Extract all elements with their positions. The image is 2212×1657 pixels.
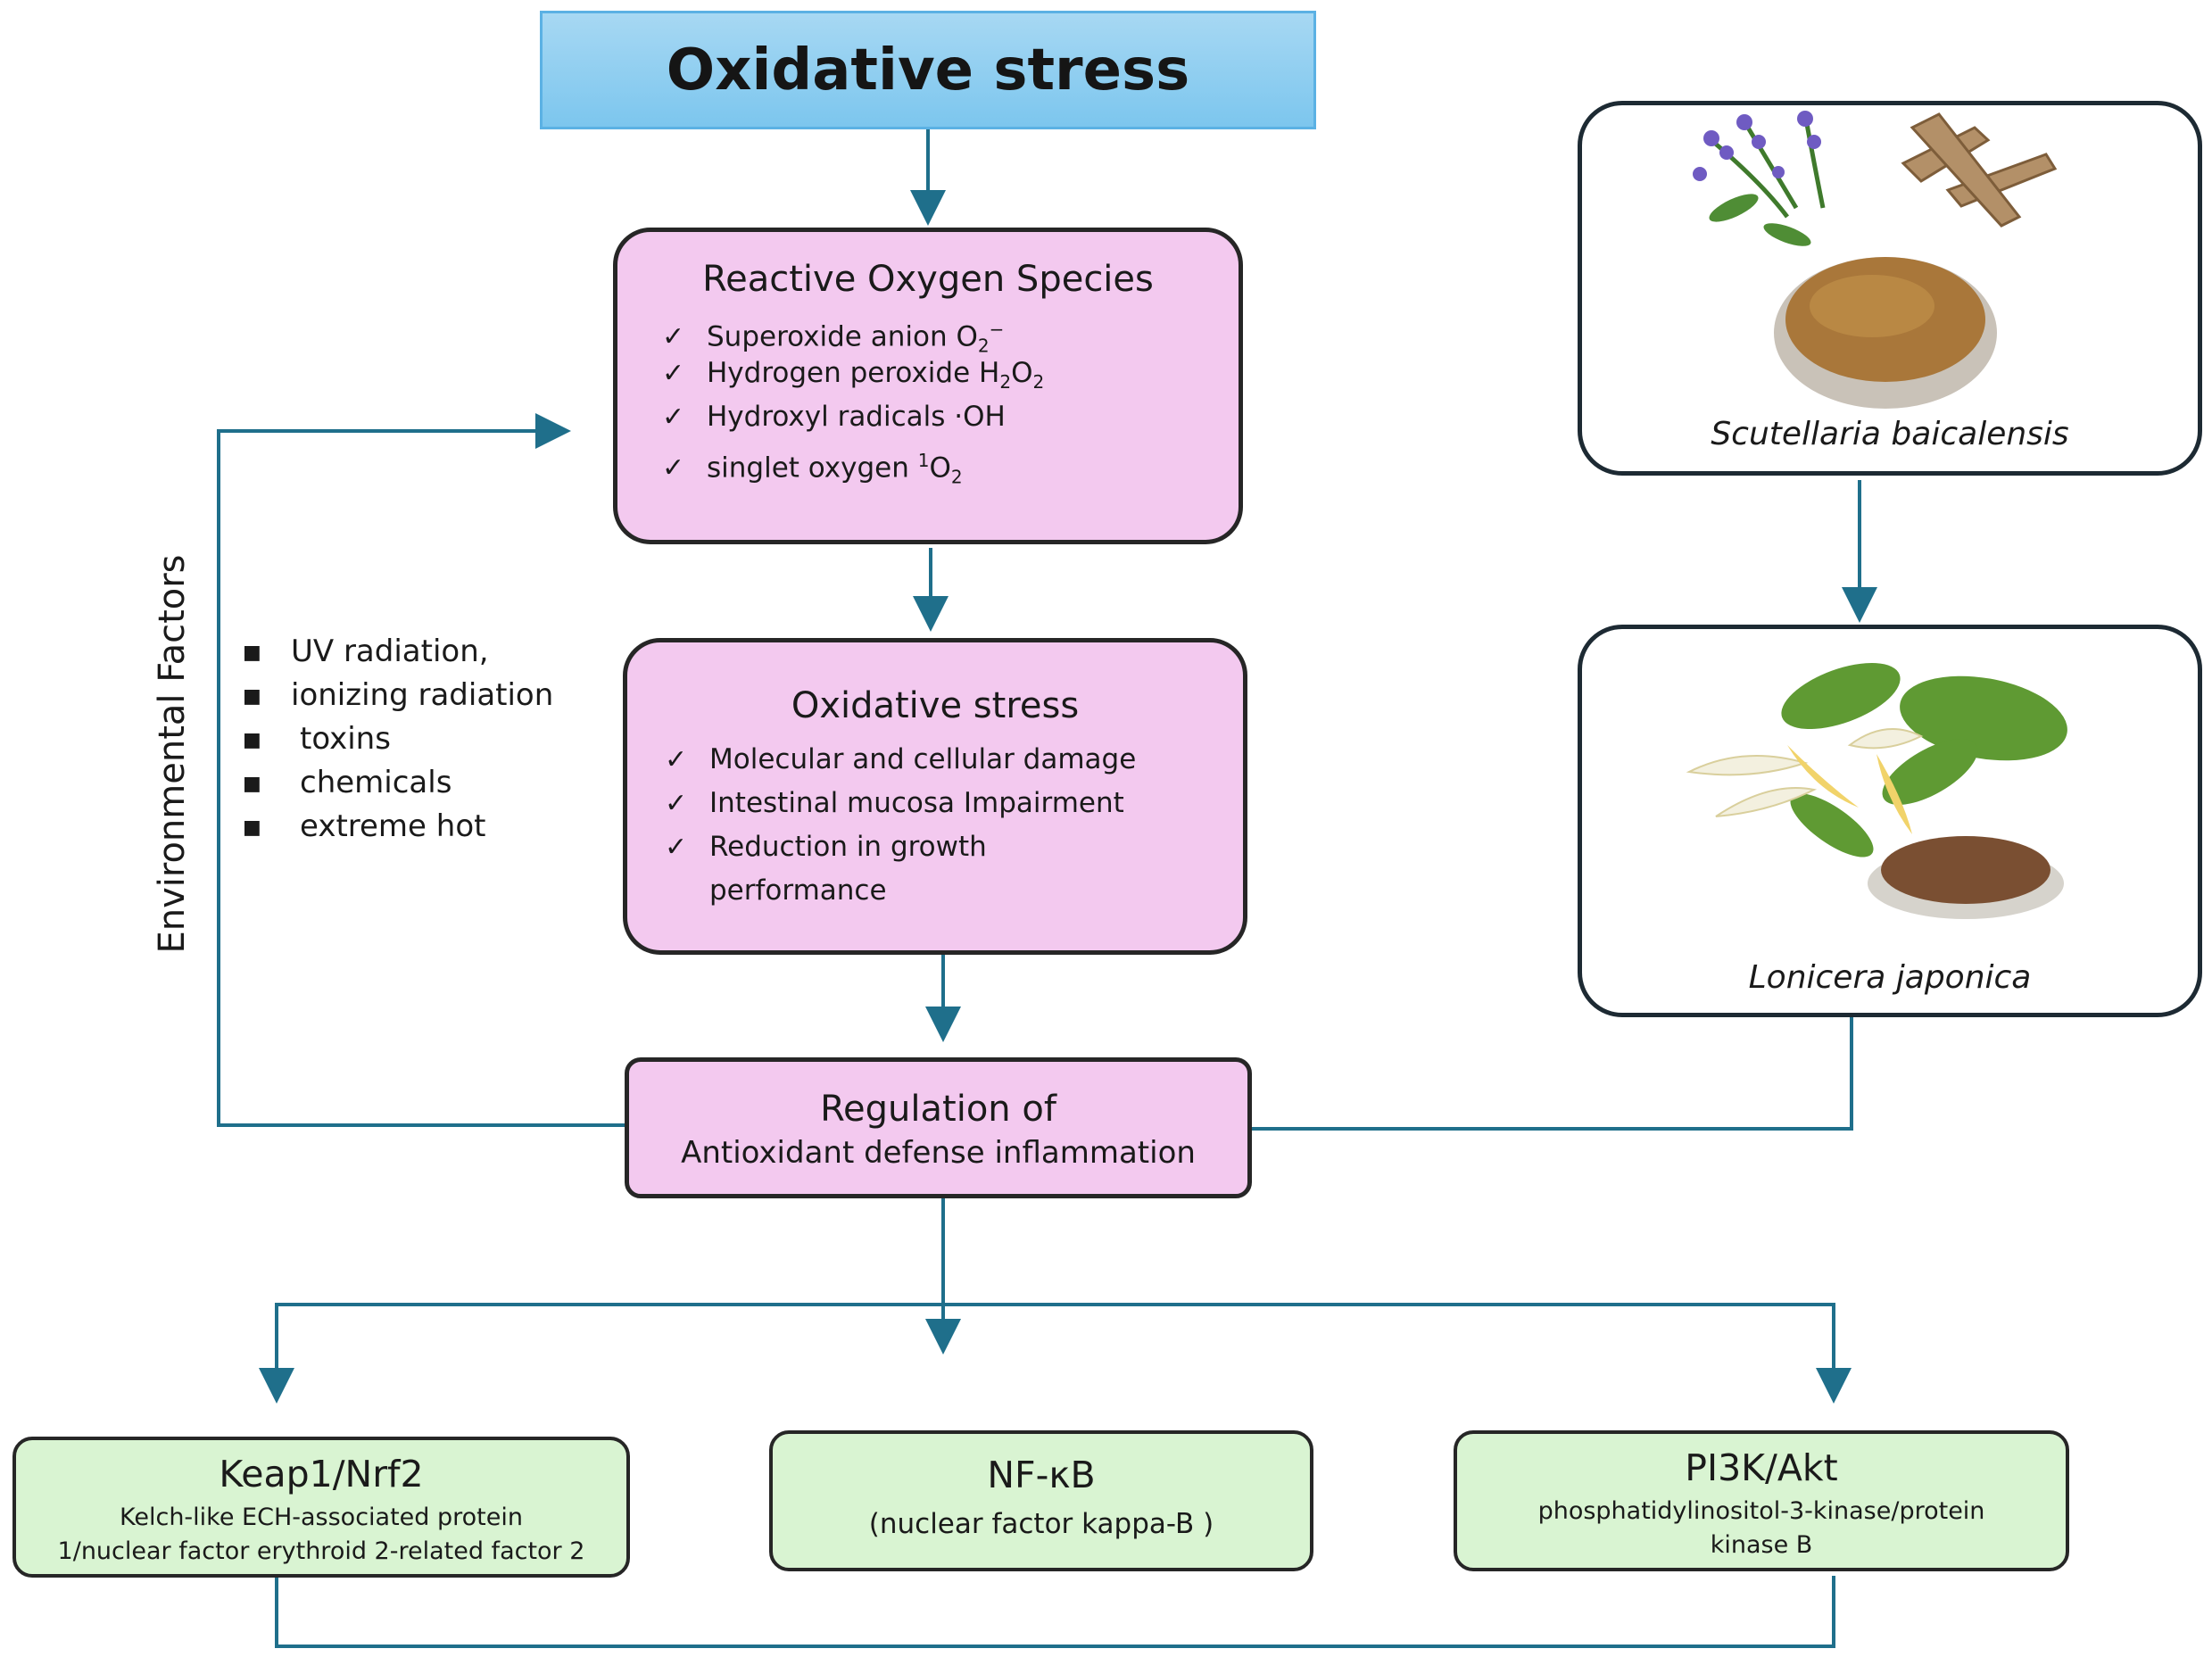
ros-item: ✓singlet oxygen 1O2: [662, 450, 963, 488]
lonicera-card: Lonicera japonica: [1578, 625, 2202, 1017]
lonicera-caption: Lonicera japonica: [1748, 959, 2032, 996]
keap-title: Keap1/Nrf2: [219, 1453, 424, 1495]
ros-item-text: Hydrogen peroxide H: [707, 357, 1000, 389]
lonicera-image: [1686, 663, 2067, 919]
keap-sub1: Kelch-like ECH-associated protein: [120, 1504, 523, 1531]
env-item: ■chemicals: [243, 765, 452, 800]
plant-to-reg-line: [1249, 1017, 1853, 1131]
ros-item-text: Hydroxyl radicals ·OH: [707, 401, 1006, 433]
ros-item: ✓Superoxide anion O2−: [662, 319, 1005, 357]
env-item: ■UV radiation,: [243, 634, 489, 669]
pi3k-title: PI3K/Akt: [1685, 1446, 1838, 1489]
bullet-icon: ■: [243, 685, 261, 708]
scutellaria-card: Scutellaria baicalensis: [1578, 101, 2202, 476]
ox-header: Oxidative stress: [791, 685, 1080, 726]
ros-header: Reactive Oxygen Species: [702, 259, 1154, 300]
env-item: ■toxins: [243, 721, 391, 757]
check-icon: ✓: [662, 452, 685, 485]
ros-box: Reactive Oxygen Species ✓ Superoxide anio…: [613, 228, 1243, 544]
ox-item: ✓Reduction in growth: [665, 826, 987, 868]
nfkb-title: NF-κB: [987, 1454, 1096, 1496]
check-icon: ✓: [665, 744, 688, 775]
ros-item-text: Superoxide anion O: [707, 320, 978, 353]
check-icon: ✓: [662, 321, 685, 353]
scutellaria-caption: Scutellaria baicalensis: [1711, 416, 2069, 452]
bullet-icon: ■: [243, 729, 261, 751]
branch-left-line: [259, 1303, 943, 1404]
ox-item-continued: performance: [709, 874, 887, 907]
reg-line2: Antioxidant defense inflammation: [681, 1135, 1196, 1171]
ox-item: ✓Intestinal mucosa Impairment: [665, 783, 1124, 824]
pi3k-sub1: phosphatidylinositol-3-kinase/protein: [1537, 1497, 1985, 1525]
title-box: Oxidative stress: [540, 11, 1316, 129]
branch-right-line: [943, 1303, 1852, 1404]
env-item: ■extreme hot: [243, 808, 486, 844]
ros-item: ✓ Hydroxyl radicals ·OH: [662, 396, 1006, 438]
page-title: Oxidative stress: [666, 37, 1190, 104]
ros-item-text: singlet oxygen: [707, 452, 918, 485]
bullet-icon: ■: [243, 816, 261, 839]
ox-item: ✓Molecular and cellular damage: [665, 739, 1136, 781]
env-feedback-line: [217, 413, 625, 1127]
pi3k-akt-box: PI3K/Akt phosphatidylinositol-3-kinase/p…: [1454, 1430, 2069, 1571]
env-item: ■ionizing radiation: [243, 677, 554, 713]
env-factors-label: Environmental Factors: [152, 554, 193, 954]
reg-line1: Regulation of: [820, 1089, 1056, 1130]
keap-sub2: 1/nuclear factor erythroid 2-related fac…: [57, 1537, 585, 1565]
check-icon: ✓: [662, 358, 685, 389]
regulation-box: Regulation of Antioxidant defense inflam…: [625, 1057, 1252, 1198]
pi3k-sub2: kinase B: [1710, 1531, 1813, 1559]
bullet-icon: ■: [243, 642, 261, 664]
bottom-connector-line: [275, 1576, 1835, 1648]
scutellaria-image: [1693, 111, 2058, 409]
check-icon: ✓: [665, 832, 688, 863]
check-icon: ✓: [662, 402, 685, 433]
oxidative-stress-box: Oxidative stress ✓Molecular and cellular…: [623, 638, 1247, 955]
nfkb-sub: (nuclear factor kappa-B ): [868, 1508, 1214, 1540]
ros-item: ✓Hydrogen peroxide H2O2: [662, 352, 1044, 402]
check-icon: ✓: [665, 788, 688, 819]
bullet-icon: ■: [243, 773, 261, 795]
keap1-nrf2-box: Keap1/Nrf2 Kelch-like ECH-associated pro…: [12, 1437, 630, 1578]
nf-kb-box: NF-κB (nuclear factor kappa-B ): [769, 1430, 1313, 1571]
